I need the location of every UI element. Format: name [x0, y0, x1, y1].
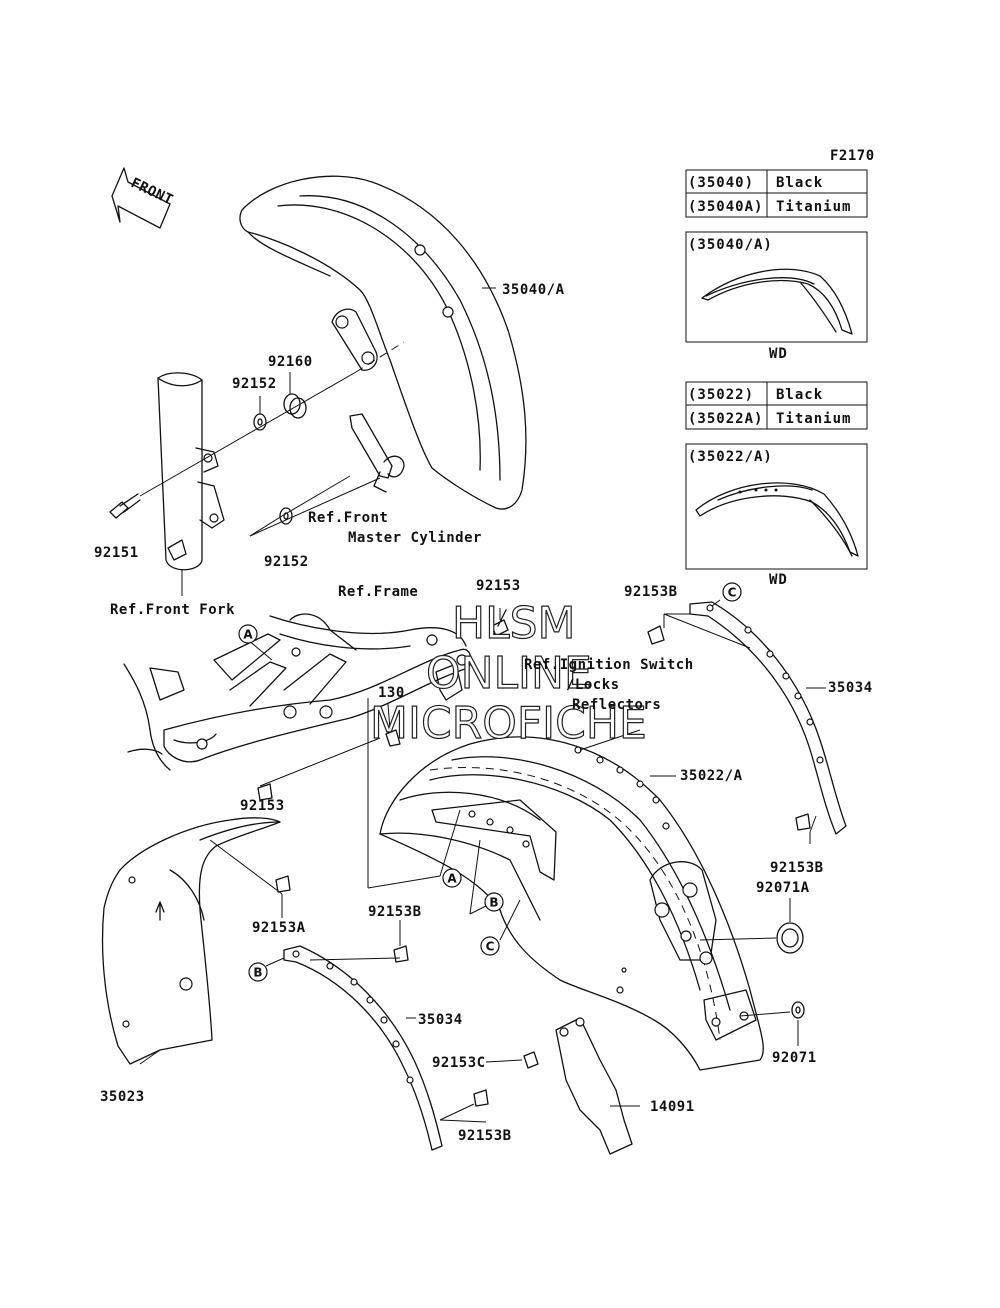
- svg-text:B: B: [489, 896, 498, 910]
- washer-92152-bottom: [279, 507, 293, 525]
- table-cell: Black: [776, 175, 823, 191]
- label-92153a: 92153A: [252, 920, 306, 936]
- grommet-92071: [791, 1001, 805, 1019]
- label-92153-left: 92153: [240, 798, 285, 814]
- fender-rail-left: [283, 945, 443, 1151]
- svg-text:HLSM: HLSM: [452, 598, 576, 649]
- bolt-92151: [109, 493, 141, 519]
- callout-c-fender: C: [480, 936, 500, 956]
- front-fender: [239, 175, 527, 510]
- detail-title: (35040/A): [688, 237, 773, 253]
- label-35022a: 35022/A: [680, 768, 743, 784]
- ref-front-master-line2: Master Cylinder: [348, 530, 482, 546]
- front-arrow-label: FRONT: [128, 175, 175, 208]
- leader-lines-upper: [139, 287, 496, 596]
- label-92153b-mid: 92153B: [368, 904, 422, 920]
- table-cell: (35022A): [688, 411, 763, 427]
- label-35034-right: 35034: [828, 680, 873, 696]
- ref-front-fork: Ref.Front Fork: [110, 602, 235, 618]
- label-92160: 92160: [268, 354, 313, 370]
- table-cell: (35022): [688, 387, 754, 403]
- detail-caption: WD: [769, 572, 788, 588]
- label-14091: 14091: [650, 1099, 695, 1115]
- color-table-35022: (35022) Black (35022A) Titanium: [685, 381, 868, 430]
- label-130: 130: [378, 685, 405, 701]
- svg-text:B: B: [253, 966, 262, 980]
- callout-b-rail: B: [248, 962, 268, 982]
- collar-92160: [283, 393, 307, 419]
- inner-fender: [101, 817, 281, 1065]
- callout-a-frame: A: [238, 624, 258, 644]
- detail-box-35040: (35040/A) WD: [685, 231, 868, 362]
- grommet-92071a: [776, 922, 804, 954]
- label-92153b-right: 92153B: [770, 860, 824, 876]
- ref-locks: /Locks: [566, 677, 620, 693]
- brake-hose-clip: [349, 413, 393, 479]
- svg-text:C: C: [486, 940, 495, 954]
- label-92153b-bottom: 92153B: [458, 1128, 512, 1144]
- detail-box-35022: (35022/A) WD: [685, 443, 868, 588]
- ref-reflectors: Reflectors: [572, 697, 661, 713]
- label-92153c: 92153C: [432, 1055, 486, 1071]
- color-table-35040: (35040) Black (35040A) Titanium: [685, 169, 868, 218]
- front-fork-leg: [157, 372, 225, 571]
- label-92071a: 92071A: [756, 880, 810, 896]
- ref-front-master-line1: Ref.Front: [308, 510, 388, 526]
- svg-text:MICROFICHE: MICROFICHE: [370, 698, 647, 749]
- hose-loop: [383, 455, 405, 478]
- ref-ignition-switch: Ref.Ignition Switch: [524, 657, 694, 673]
- svg-text:ONLINE: ONLINE: [426, 648, 592, 699]
- frame: [123, 613, 472, 771]
- svg-text:A: A: [243, 628, 253, 642]
- table-cell: Black: [776, 387, 823, 403]
- bracket-14091: [555, 1017, 633, 1155]
- svg-text:A: A: [447, 872, 457, 886]
- table-cell: (35040A): [688, 199, 763, 215]
- watermark: HLSM ONLINE MICROFICHE: [369, 597, 647, 749]
- label-92152-top: 92152: [232, 376, 277, 392]
- label-92151: 92151: [94, 545, 139, 561]
- label-92071: 92071: [772, 1050, 817, 1066]
- figure-code: F2170: [830, 148, 875, 164]
- detail-title: (35022/A): [688, 449, 773, 465]
- callout-c-top: C: [722, 582, 742, 602]
- fender-rail-right: [689, 601, 847, 835]
- detail-caption: WD: [769, 346, 788, 362]
- table-cell: Titanium: [776, 411, 851, 427]
- svg-text:C: C: [728, 586, 737, 600]
- rear-fender: [379, 736, 764, 1071]
- label-92153-top: 92153: [476, 578, 521, 594]
- label-35040a: 35040/A: [502, 282, 565, 298]
- label-35023: 35023: [100, 1089, 145, 1105]
- callout-a-fender: A: [442, 868, 462, 888]
- leader-lines-lower: [139, 599, 826, 1123]
- callout-b-fender: B: [484, 892, 504, 912]
- bolts: [257, 609, 811, 1107]
- table-cell: (35040): [688, 175, 754, 191]
- table-cell: Titanium: [776, 199, 851, 215]
- ref-frame: Ref.Frame: [338, 584, 418, 600]
- label-92153b-top: 92153B: [624, 584, 678, 600]
- label-92152-bottom: 92152: [264, 554, 309, 570]
- front-arrow-icon: FRONT: [111, 167, 176, 229]
- label-35034-left: 35034: [418, 1012, 463, 1028]
